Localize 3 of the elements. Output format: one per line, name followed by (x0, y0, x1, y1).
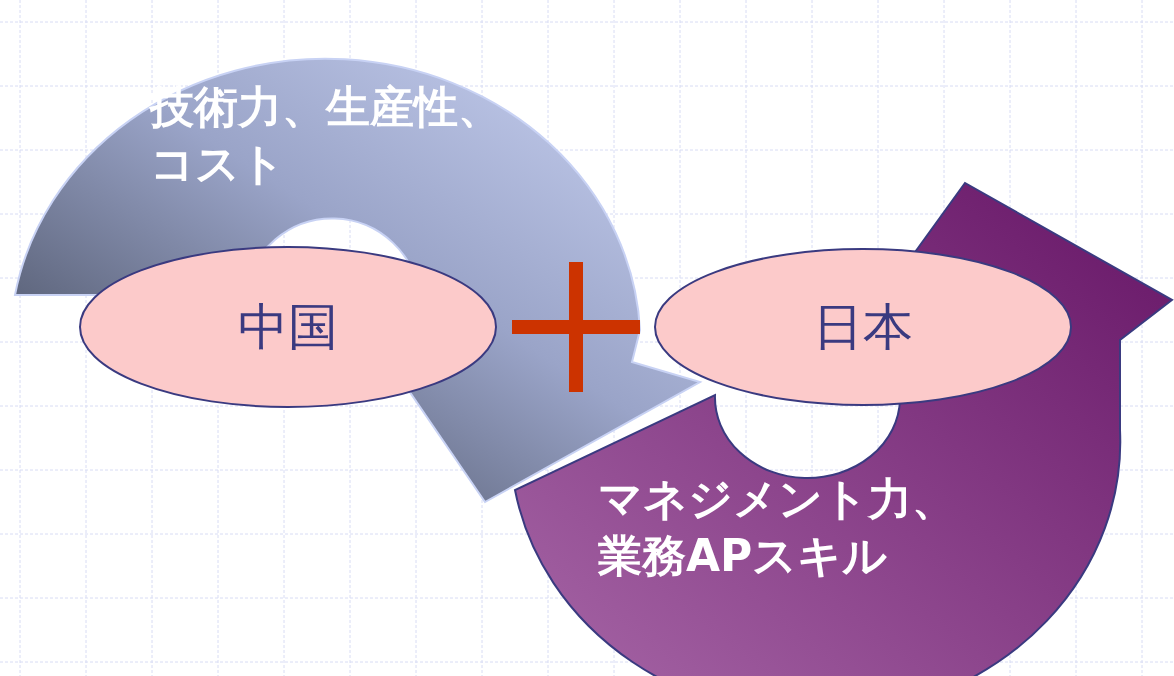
arrow-label: マネジメント力、業務APスキル (598, 472, 957, 584)
node-label: 中国 (238, 296, 338, 358)
node-label: 日本 (813, 296, 913, 358)
